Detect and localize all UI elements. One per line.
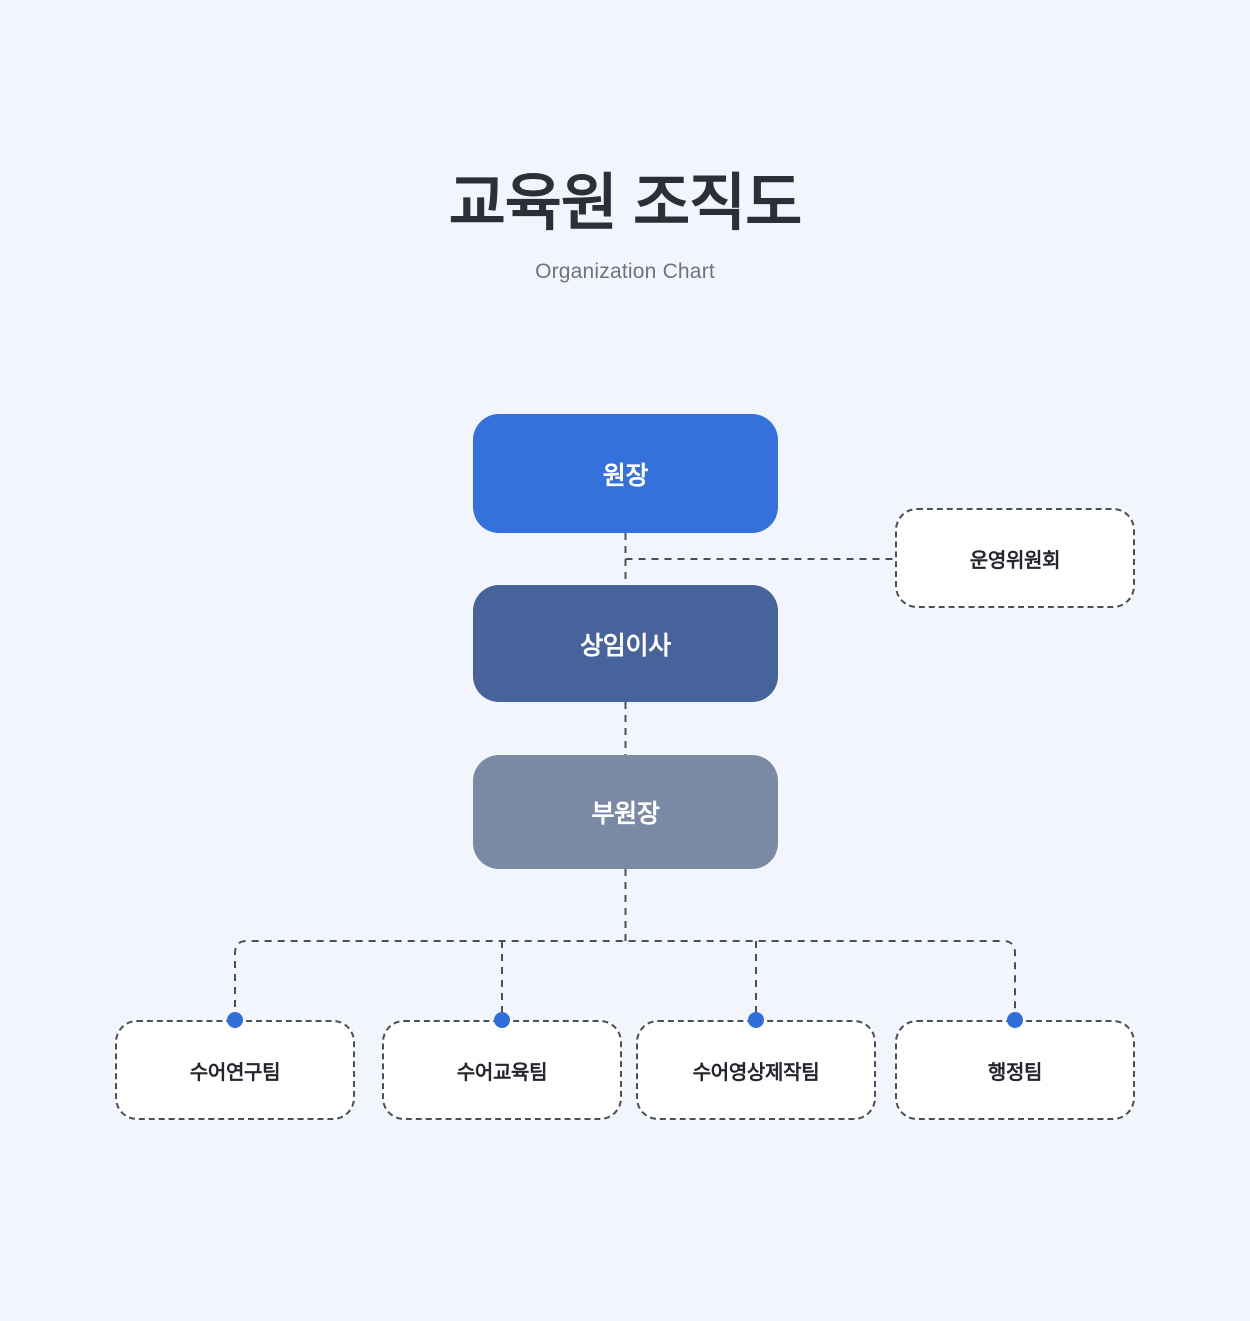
node-team-sign-language-video-production[interactable]: 수어영상제작팀 (636, 1020, 876, 1120)
edge-bus-outer (234, 940, 1016, 1020)
junction-dot-team-3 (748, 1012, 764, 1028)
node-steering-committee[interactable]: 운영위원회 (895, 508, 1135, 608)
junction-dot-team-2 (494, 1012, 510, 1028)
node-deputy-director-label: 부원장 (591, 800, 660, 828)
node-deputy-director[interactable]: 부원장 (473, 755, 778, 869)
node-team-label: 수어영상제작팀 (692, 1061, 820, 1084)
page-subtitle: Organization Chart (535, 260, 715, 284)
chart-header: 교육원 조직도 Organization Chart (0, 169, 1250, 284)
node-team-sign-language-research[interactable]: 수어연구팀 (115, 1020, 355, 1120)
node-executive-director-label: 상임이사 (580, 631, 671, 660)
node-director[interactable]: 원장 (473, 414, 778, 533)
node-steering-committee-label: 운영위원회 (969, 549, 1061, 572)
node-executive-director[interactable]: 상임이사 (473, 585, 778, 702)
junction-dot-team-1 (227, 1012, 243, 1028)
node-director-label: 원장 (602, 461, 649, 490)
node-team-sign-language-education[interactable]: 수어교육팀 (382, 1020, 622, 1120)
node-team-administration[interactable]: 행정팀 (895, 1020, 1135, 1120)
node-team-label: 행정팀 (987, 1061, 1043, 1084)
node-team-label: 수어교육팀 (456, 1061, 548, 1084)
page-title: 교육원 조직도 (448, 169, 802, 238)
node-team-label: 수어연구팀 (189, 1061, 281, 1084)
junction-dot-team-4 (1007, 1012, 1023, 1028)
